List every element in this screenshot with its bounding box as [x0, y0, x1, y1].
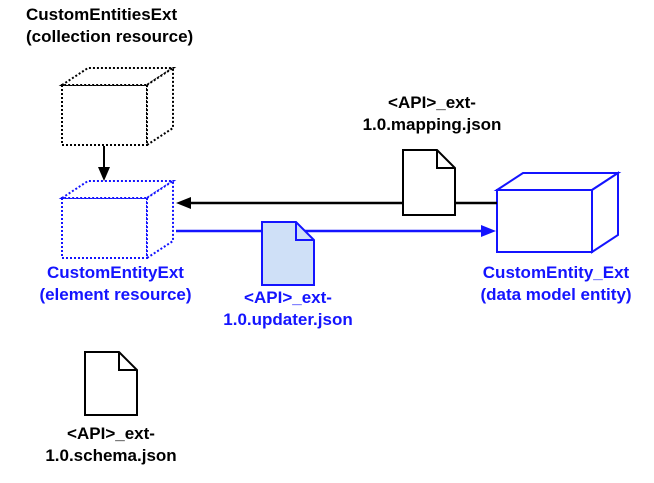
element-resource-label: CustomEntityExt (element resource) [39, 263, 192, 304]
mapping-document-icon [402, 149, 456, 216]
schema-document-icon [84, 351, 138, 416]
collection-resource-cube [58, 66, 177, 147]
element-resource-cube [58, 179, 177, 260]
entity-to-element-arrow [176, 197, 497, 209]
collection-to-element-arrow [98, 146, 110, 181]
data-model-entity-label: CustomEntity_Ext (data model entity) [480, 263, 632, 304]
data-model-entity-cube [493, 171, 622, 254]
element-to-entity-arrow [176, 225, 496, 237]
updater-file-label: <API>_ext- 1.0.updater.json [223, 288, 353, 329]
collection-resource-label: CustomEntitiesExt (collection resource) [26, 5, 194, 46]
schema-file-label: <API>_ext- 1.0.schema.json [45, 424, 177, 465]
updater-document-icon [261, 221, 315, 286]
mapping-file-label: <API>_ext- 1.0.mapping.json [362, 93, 502, 134]
